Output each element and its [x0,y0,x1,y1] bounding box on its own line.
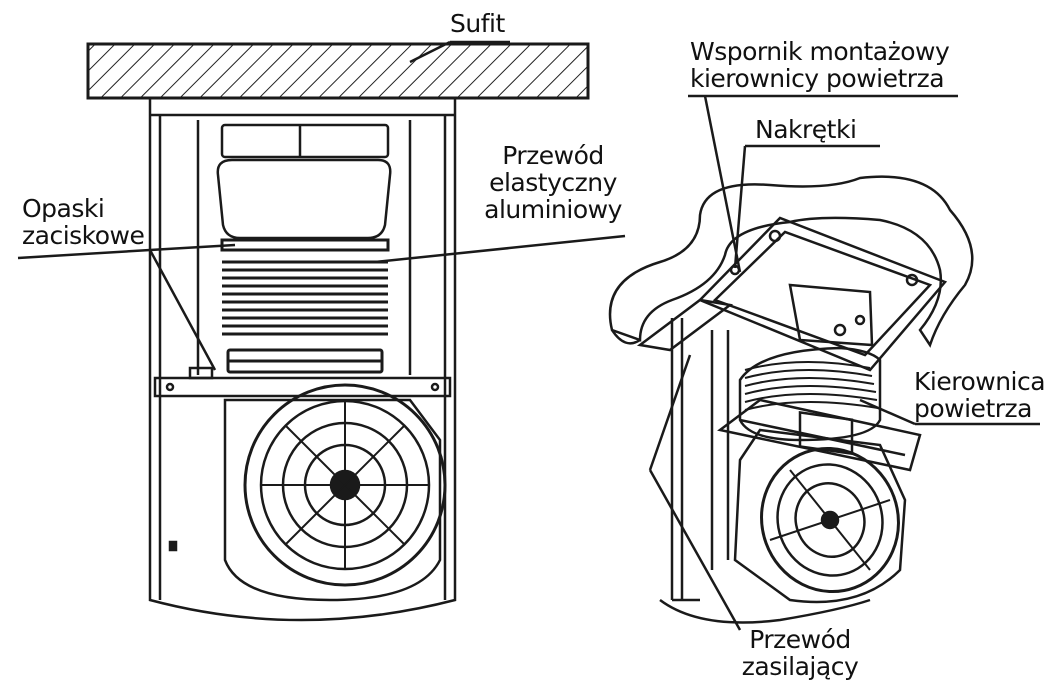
label-bracket: Wspornik montażowy kierownicy powietrza [690,37,950,93]
label-nuts: Nakrętki [755,115,857,144]
label-air-director-line1: Kierownica [914,367,1046,396]
label-clamps: Opaski zaciskowe [22,194,145,250]
label-power-cord: Przewód zasilający [730,626,870,680]
label-bracket-line2: kierownicy powietrza [690,64,945,93]
duct-flange [216,158,392,240]
ceiling-cutaway [608,175,974,348]
label-clamps-line1: Opaski [22,194,105,223]
ceiling-slab [86,42,590,100]
air-director [738,283,882,456]
hood-housing [148,96,457,622]
label-flexible-hose-line3: aluminiowy [484,195,622,224]
label-flexible-hose: Przewód elastyczny aluminiowy [468,142,638,223]
perspective-view [608,175,974,624]
label-clamps-line2: zaciskowe [22,221,145,250]
label-flexible-hose-line1: Przewód [502,141,604,170]
label-sufit: Sufit [450,9,505,38]
perspective-leaders [648,94,1040,631]
duct-outlet [220,123,390,159]
mounting-plate [697,216,948,372]
label-air-director: Kierownica powietrza [914,367,1046,423]
label-air-director-line2: powietrza [914,394,1032,423]
label-power-cord-line1: Przewód [749,625,851,654]
front-view [86,42,590,622]
label-power-cord-line2: zasilający [741,652,859,681]
front-leaders [17,40,626,371]
flexible-hose [220,238,390,374]
fan-motor [223,383,447,602]
motor-perspective [733,428,907,604]
label-bracket-line1: Wspornik montażowy [690,37,950,66]
label-flexible-hose-line2: elastyczny [489,168,617,197]
